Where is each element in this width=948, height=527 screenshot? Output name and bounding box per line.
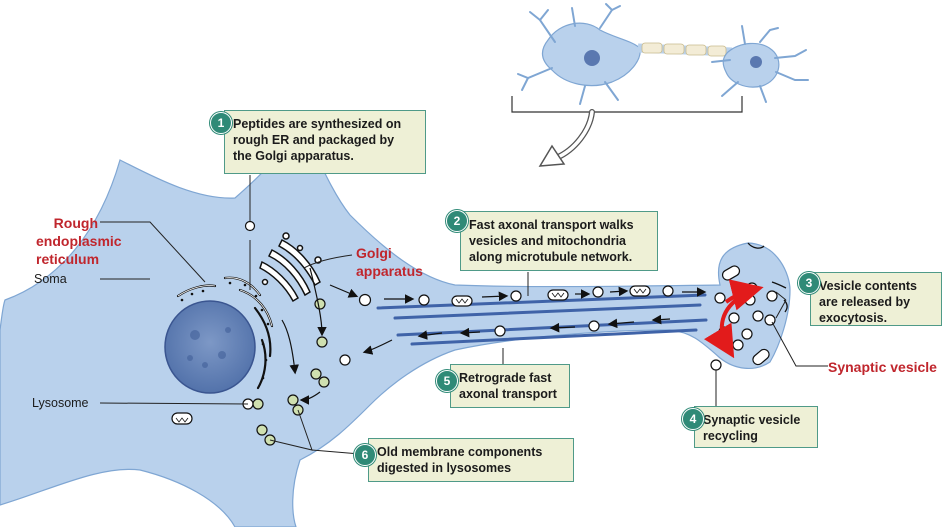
label-rough-er: Rough endoplasmic reticulum [36,215,122,267]
step-4-box: Synaptic vesicle recycling [694,406,818,448]
label-lysosome: Lysosome [32,396,89,410]
label-soma: Soma [34,272,67,286]
step-3-box: Vesicle contents are released by exocyto… [810,272,942,326]
step-1-badge: 1 [210,112,232,134]
step-2-badge: 2 [446,210,468,232]
step-4-badge: 4 [682,408,704,430]
step-1-box: Peptides are synthesized on rough ER and… [224,110,426,174]
label-synaptic-vesicle: Synaptic vesicle [828,359,937,375]
step-2-box: Fast axonal transport walks vesicles and… [460,211,658,271]
nucleus [164,300,256,394]
step-3-badge: 3 [798,272,820,294]
step-6-badge: 6 [354,444,376,466]
overview-neuron [511,3,809,167]
golgi-illustration [259,232,322,303]
step-5-badge: 5 [436,370,458,392]
label-golgi: Golgi apparatus [356,245,423,279]
step-6-box: Old membrane components digested in lyso… [368,438,574,482]
step-5-box: Retrograde fast axonal transport [450,364,570,408]
